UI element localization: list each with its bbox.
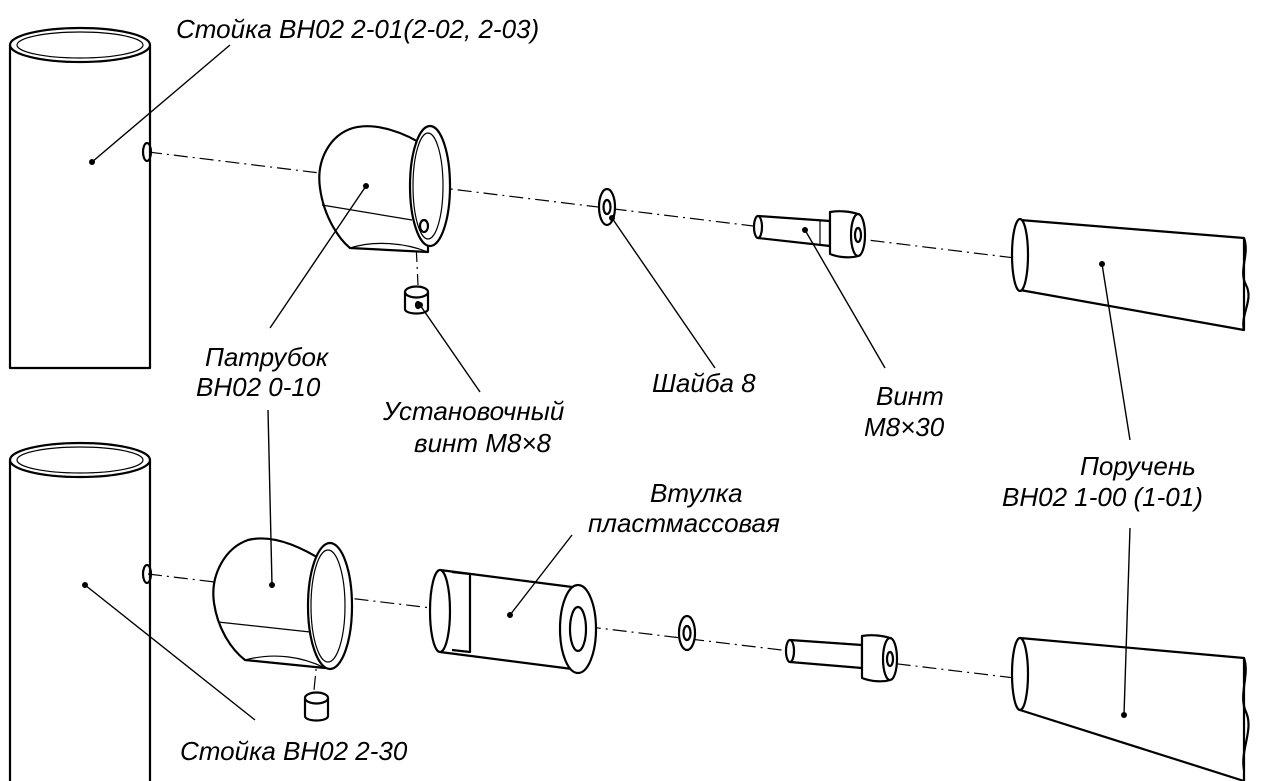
post-top xyxy=(8,26,153,370)
setscrew-bottom xyxy=(303,691,330,722)
bolt-top xyxy=(752,210,867,259)
label-bushing-line1: Втулка xyxy=(650,478,743,508)
fitting-top xyxy=(318,124,452,254)
label-handrail-line2: ВН02 1-00 (1-01) xyxy=(1002,482,1203,512)
label-handrail-line1: Поручень xyxy=(1080,451,1196,481)
handrail-bottom xyxy=(1010,636,1250,781)
label-bushing-line2: пластмассовая xyxy=(588,508,780,538)
label-post-top: Стойка ВН02 2-01(2-02, 2-03) xyxy=(176,14,539,44)
fitting-bottom xyxy=(212,537,354,671)
label-bolt-line1: Винт xyxy=(876,381,944,411)
handrail-top xyxy=(1010,217,1250,332)
washer-bottom xyxy=(677,614,697,652)
label-fitting-line2: ВН02 0-10 xyxy=(196,372,321,402)
label-setscrew-line1: Установочный xyxy=(382,396,564,426)
leader-lines xyxy=(82,44,1131,721)
label-fitting-line1: Патрубок xyxy=(205,342,330,372)
callout-labels: Стойка ВН02 2-01(2-02, 2-03) Патрубок ВН… xyxy=(176,14,1203,766)
setscrew-top xyxy=(403,285,430,315)
bolt-bottom xyxy=(784,634,899,683)
label-washer: Шайба 8 xyxy=(652,368,756,398)
post-bottom xyxy=(8,441,153,781)
bushing xyxy=(428,568,598,675)
label-setscrew-line2: винт М8×8 xyxy=(414,428,552,458)
label-bolt-line2: М8×30 xyxy=(864,412,945,442)
label-post-bottom: Стойка ВН02 2-30 xyxy=(180,736,408,766)
